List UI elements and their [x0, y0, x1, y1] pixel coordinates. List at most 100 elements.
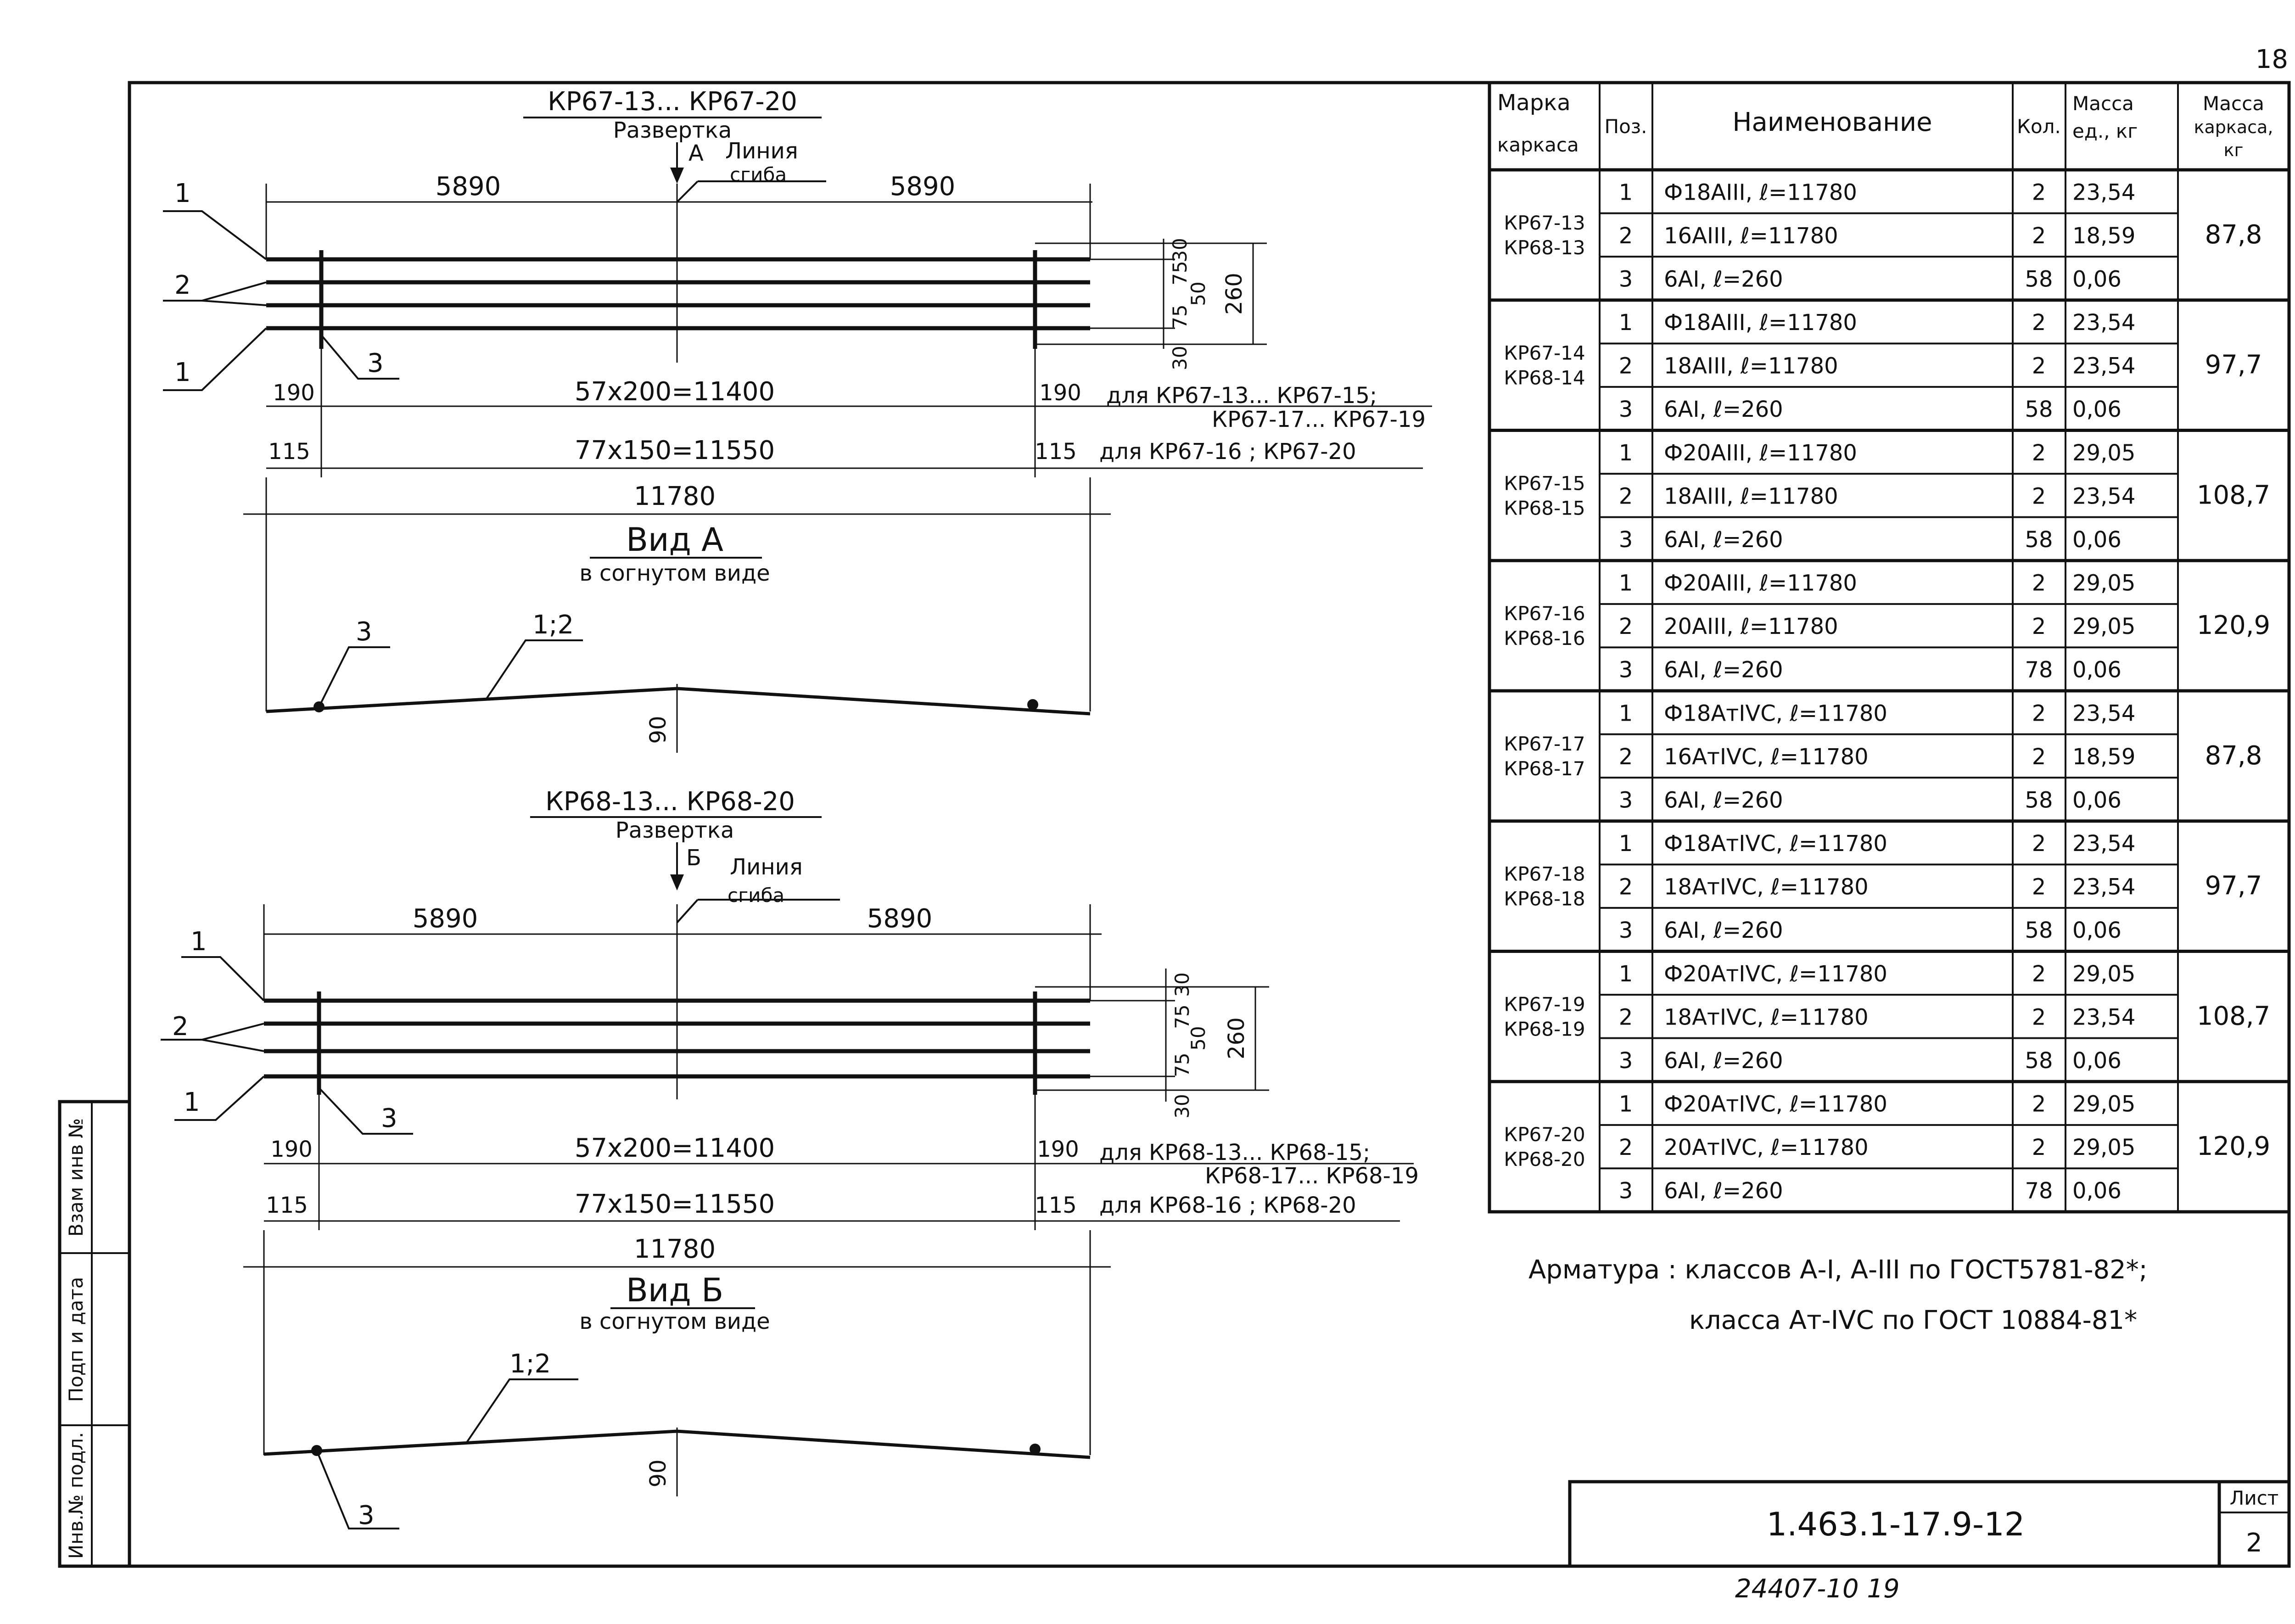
spec-row-name: 18АтIVС, ℓ=11780: [1664, 1004, 1869, 1030]
spec-row-qty: 2: [2032, 223, 2046, 249]
spec-row-pos: 1: [1619, 961, 1633, 987]
spec-row-pos: 1: [1619, 831, 1633, 857]
spec-mark-b: КР68-20: [1504, 1148, 1585, 1170]
spec-row-pos: 3: [1619, 918, 1633, 943]
spec-total-mass: 97,7: [2205, 350, 2262, 380]
spec-row-pos: 2: [1619, 353, 1633, 379]
spec-row-name: 16АIII, ℓ=11780: [1664, 223, 1838, 249]
drawing-1-pos1-top: 1: [174, 179, 191, 208]
drawing-2-dim-30-top: 30: [1171, 972, 1193, 997]
drawing-2-arrow-letter: Б: [686, 845, 701, 871]
drawing-1-spacing-2: 77x150=11550: [575, 436, 775, 465]
spec-row-mass: 23,54: [2072, 179, 2135, 205]
spec-mark-a: КР67-19: [1504, 993, 1585, 1015]
spec-mark-b: КР68-17: [1504, 757, 1585, 780]
side-stamp-inv-orig: Инв.№ подл.: [65, 1432, 87, 1559]
spec-row-pos: 2: [1619, 483, 1633, 509]
spec-mark-b: КР68-19: [1504, 1018, 1585, 1040]
spec-row-pos: 3: [1619, 266, 1633, 292]
spec-row-qty: 58: [2025, 1048, 2053, 1074]
spec-row-name: 6АI, ℓ=260: [1664, 918, 1783, 943]
drawing-1-dim-30-top: 30: [1169, 238, 1191, 262]
drawing-2-bend-label-2: сгиба: [728, 884, 784, 907]
spec-row-qty: 78: [2025, 1178, 2053, 1204]
spec-total-mass: 108,7: [2197, 480, 2270, 510]
side-stamp: Взам инв № Подп и дата Инв.№ подл.: [58, 1100, 131, 1568]
spec-row-qty: 2: [2032, 483, 2046, 509]
spec-row-name: 6АI, ℓ=260: [1664, 266, 1783, 292]
spec-row-qty: 2: [2032, 744, 2046, 770]
drawing-1-pos1-bot-leader: [163, 327, 267, 391]
spec-row-pos: 1: [1619, 700, 1633, 726]
drawing-1-end-190-right: 190: [1039, 380, 1081, 406]
spec-row-name: 6АI, ℓ=260: [1664, 1178, 1783, 1204]
spec-row-qty: 2: [2032, 1135, 2046, 1160]
spec-row-qty: 2: [2032, 831, 2046, 857]
drawing-2-bend-arrow-head: [670, 874, 684, 890]
drawing-2-pos1-top-leader: [181, 956, 265, 1002]
drawing-1-dim-90: 90: [645, 716, 671, 744]
spec-row-mass: 29,05: [2072, 1092, 2135, 1117]
spec-row-pos: 2: [1619, 223, 1633, 249]
spec-h-mass-frame-3: кг: [2224, 140, 2244, 160]
drawing-1-bend-leader: [676, 180, 699, 203]
drawing-1-pos3-leader: [320, 334, 399, 380]
spec-row-name: Ф20АтIVС, ℓ=11780: [1664, 961, 1887, 987]
drawing-2-dim-90: 90: [645, 1459, 671, 1487]
drawing-1-end-115-right: 115: [1035, 439, 1077, 465]
spec-row-name: Ф20АIII, ℓ=11780: [1664, 571, 1857, 596]
drawing-2-dim-30-bot: 30: [1171, 1094, 1193, 1118]
spec-table-border: [1488, 81, 2291, 1214]
spec-row-name: Ф18АIII, ℓ=11780: [1664, 179, 1857, 205]
spec-total-mass: 108,7: [2197, 1001, 2270, 1031]
spec-row-qty: 2: [2032, 874, 2046, 900]
spec-row-pos: 2: [1619, 614, 1633, 639]
spec-row-mass: 29,05: [2072, 614, 2135, 639]
drawing-2-note-1b: КР68-17... КР68-19: [1205, 1163, 1419, 1189]
spec-row-name: 6АI, ℓ=260: [1664, 657, 1783, 683]
drawing-2-end-190-right: 190: [1037, 1137, 1079, 1162]
drawing-1-pos1-bot: 1: [174, 358, 191, 387]
drawing-1-bend-arrow-head: [670, 168, 684, 184]
spec-h-pos: Поз.: [1605, 115, 1647, 138]
drawing-2-end-190-left: 190: [270, 1137, 313, 1162]
drawing-2-pos3-leader: [318, 1087, 413, 1135]
spec-total-mass: 97,7: [2205, 871, 2262, 901]
drawing-1-view-pos12-leader: [486, 639, 583, 700]
spec-row-mass: 0,06: [2072, 266, 2121, 292]
title-block: 1.463.1-17.9-12 Лист 2: [1568, 1480, 2291, 1568]
drawing-2-total-length: 11780: [634, 1234, 716, 1264]
spec-row-mass: 0,06: [2072, 527, 2121, 553]
spec-mark-b: КР68-13: [1504, 236, 1585, 259]
sheet-number-top: 18: [2256, 45, 2288, 74]
spec-row-mass: 0,06: [2072, 918, 2121, 943]
spec-row-qty: 78: [2025, 657, 2053, 683]
drawing-2-spacing-1: 57x200=11400: [575, 1133, 775, 1163]
spec-row-name: Ф18АIII, ℓ=11780: [1664, 310, 1857, 336]
spec-mark-a: КР67-13: [1504, 212, 1585, 234]
drawing-2-view-subtitle: в согнутом виде: [579, 1309, 770, 1334]
spec-row-name: 18АIII, ℓ=11780: [1664, 353, 1838, 379]
spec-row-pos: 1: [1619, 571, 1633, 596]
drawing-2-pos2-leader-b: [202, 1039, 264, 1052]
spec-row-name: Ф20АтIVС, ℓ=11780: [1664, 1092, 1887, 1117]
spec-row-name: 6АI, ℓ=260: [1664, 787, 1783, 813]
spec-total-mass: 87,8: [2205, 220, 2262, 250]
drawing-2-end-115-left: 115: [266, 1193, 308, 1218]
spec-row-mass: 0,06: [2072, 397, 2121, 422]
drawing-1-bend-label-2: сгиба: [730, 163, 787, 186]
spec-row-mass: 0,06: [2072, 787, 2121, 813]
drawing-2-view-title: Вид Б: [626, 1271, 723, 1309]
drawing-2-dim-50: 50: [1187, 1026, 1209, 1050]
drawing-1-total-length: 11780: [634, 482, 716, 511]
spec-h-qty: Кол.: [2017, 115, 2061, 138]
spec-h-mark-1: Марка: [1497, 90, 1571, 116]
spec-total-mass: 120,9: [2197, 610, 2270, 640]
drawing-1-bent-node-r: [1027, 699, 1038, 710]
title-block-border: [1568, 1480, 2291, 1568]
spec-h-mass-frame-2: каркаса,: [2194, 117, 2273, 137]
spec-row-pos: 1: [1619, 179, 1633, 205]
drawing-2-half-right: 5890: [867, 904, 933, 934]
spec-row-name: 16АтIVС, ℓ=11780: [1664, 744, 1869, 770]
spec-h-name: Наименование: [1732, 107, 1932, 137]
